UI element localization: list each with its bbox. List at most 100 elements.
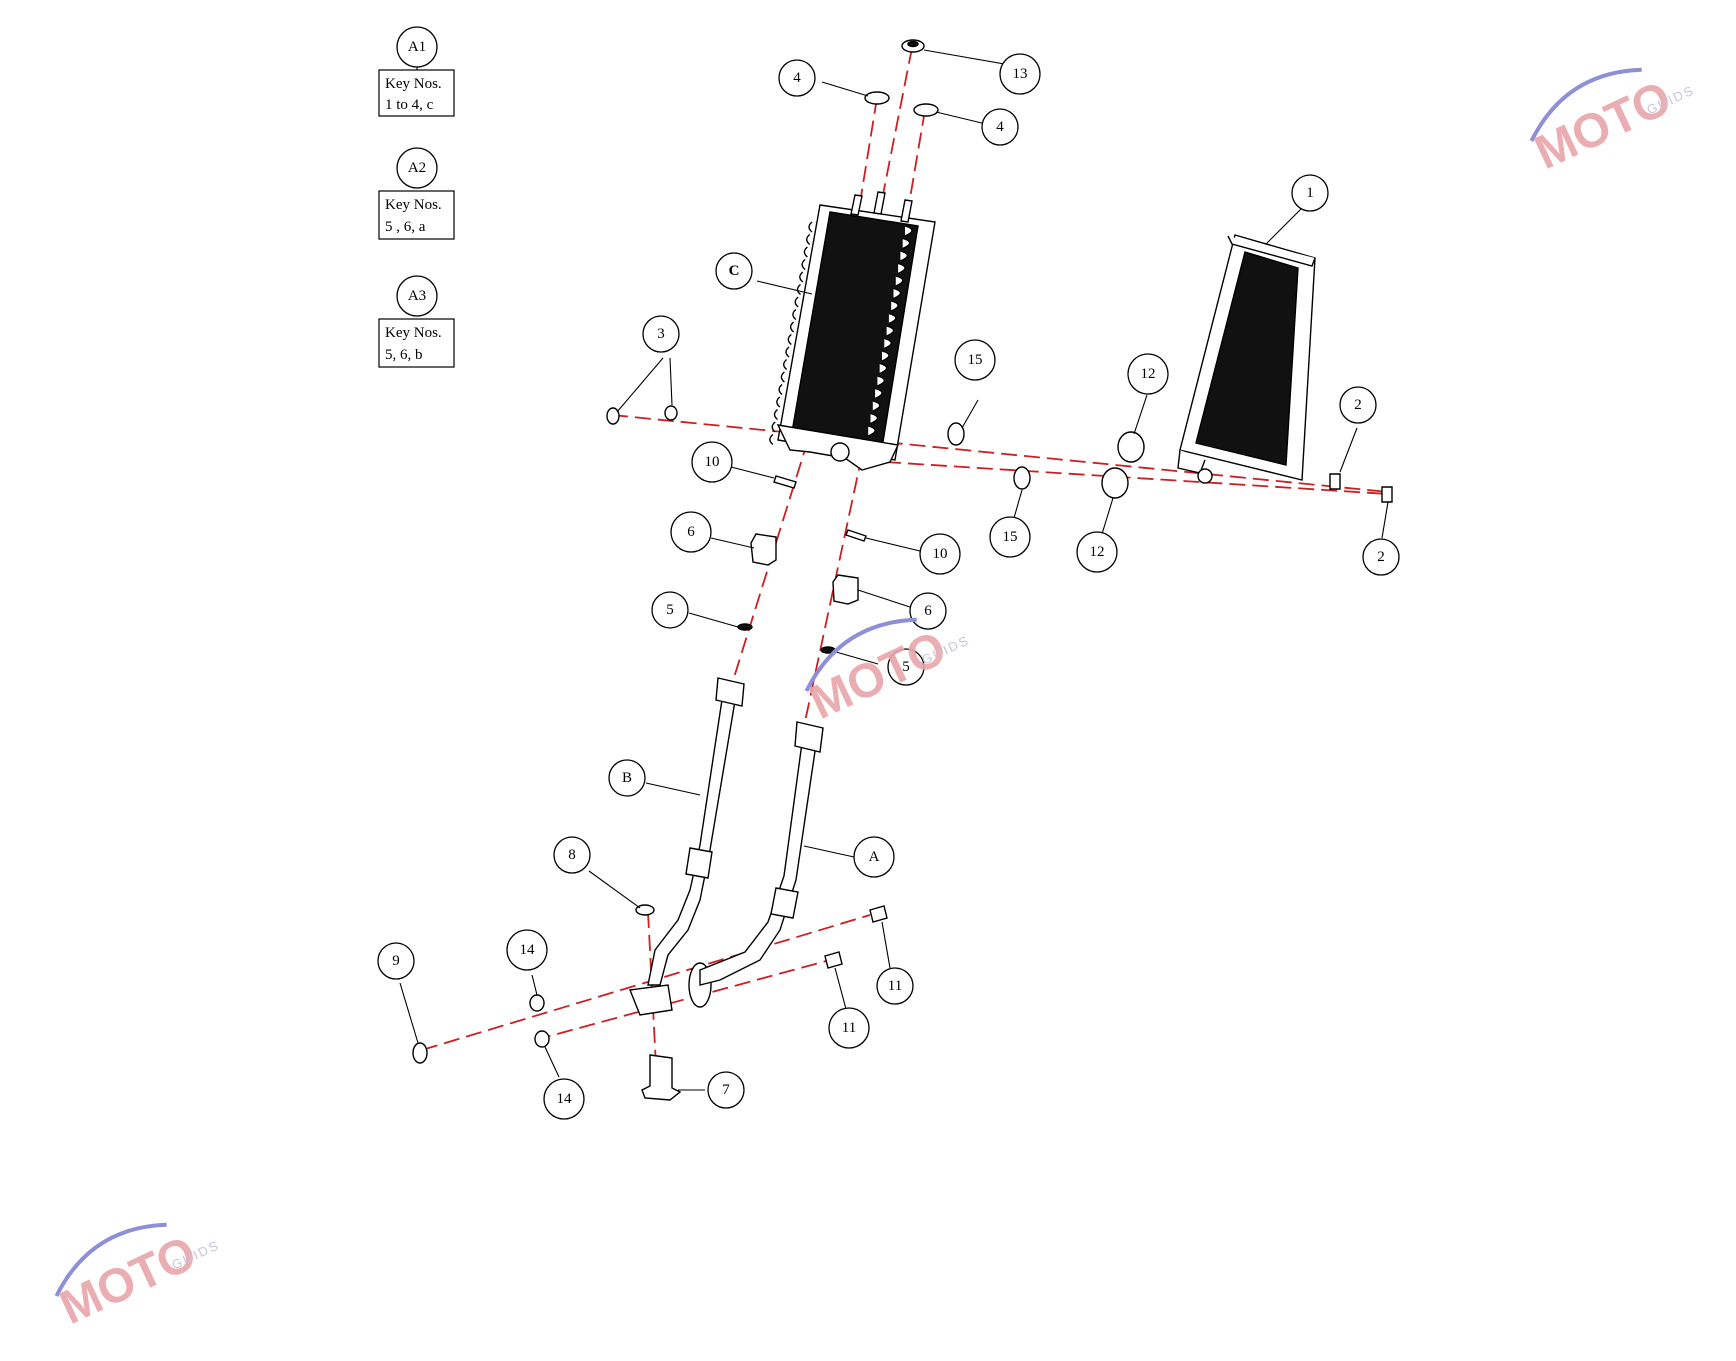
callout-b: B [608, 759, 646, 797]
callout-15-upper: 15 [954, 339, 996, 381]
svg-text:10: 10 [705, 454, 720, 470]
cooler-fin-left [773, 408, 778, 421]
cooler-fin-left [806, 233, 811, 246]
svg-text:15: 15 [1003, 529, 1018, 545]
svg-text:7: 7 [722, 1082, 730, 1098]
cooler-fin-left [801, 258, 806, 271]
key-box-a3: Key Nos. 5, 6, b [378, 318, 455, 368]
cooler-fin-right [895, 275, 904, 287]
lower-bracket [629, 984, 673, 1016]
cooler-fin-right [900, 250, 909, 262]
svg-text:Key Nos.: Key Nos. [385, 197, 442, 213]
svg-text:9: 9 [392, 953, 400, 969]
svg-text:1: 1 [1306, 185, 1314, 201]
callout-11-upper: 11 [876, 967, 914, 1005]
watermark-bottom-left: MOTO GUIDS [52, 1222, 222, 1335]
callout-9: 9 [377, 942, 415, 980]
hose-b [647, 679, 739, 986]
cooler-fin-left [778, 383, 783, 396]
callout-5-right: 5 [887, 648, 925, 686]
svg-text:A3: A3 [408, 288, 426, 304]
part-15-washer-lower [1013, 466, 1031, 490]
part-11-bolt-upper [869, 905, 888, 923]
callout-10-right: 10 [919, 533, 961, 575]
cooler-fin-left [785, 346, 790, 358]
callout-6-left: 6 [670, 511, 712, 553]
cooler-fin-left [783, 358, 788, 371]
watermark-center: MOTO GUIDS [802, 617, 972, 730]
cooler-fin-left [792, 308, 797, 321]
part-3-nut-left [606, 407, 620, 425]
hose-b-fitting-top [715, 677, 745, 707]
svg-text:1 to 4, c: 1 to 4, c [385, 97, 434, 113]
part-11-bolt-lower [824, 951, 843, 969]
part-4-grommet-left [864, 91, 890, 105]
callouts: 13 4 4 1 C 3 15 12 2 10 15 12 2 6 10 6 5… [377, 53, 1400, 1120]
oil-hoses [647, 677, 824, 986]
callout-6-right: 6 [909, 592, 947, 630]
watermark-swoosh-icon [54, 1222, 167, 1297]
callout-7: 7 [707, 1071, 745, 1109]
cooler-fin-right [881, 350, 890, 362]
callout-12-upper: 12 [1127, 353, 1169, 395]
svg-text:5 , 6, a: 5 , 6, a [385, 219, 426, 235]
key-group-a2: A2 Key Nos. 5 , 6, a [378, 147, 455, 240]
callout-a2: A2 [396, 147, 438, 189]
cooler-grille [1177, 234, 1316, 484]
callout-14-upper: 14 [506, 929, 548, 971]
cooler-fin-left [771, 421, 776, 433]
hose-a-ferrule [770, 887, 799, 919]
cooler-fin-right [904, 225, 913, 237]
cooler-fin-right [886, 325, 895, 337]
callout-4-right: 4 [981, 108, 1019, 146]
svg-text:12: 12 [1090, 544, 1105, 560]
callout-12-lower: 12 [1076, 531, 1118, 573]
cooler-fin-right [902, 237, 911, 250]
callout-11-lower: 11 [828, 1007, 870, 1049]
svg-text:15: 15 [968, 352, 983, 368]
callout-2-lower: 2 [1362, 538, 1400, 576]
cooler-fin-left [787, 333, 792, 346]
cooler-fin-right [888, 312, 897, 325]
svg-text:A: A [869, 849, 880, 865]
svg-text:5: 5 [666, 602, 674, 618]
part-7-fitting [641, 1054, 682, 1101]
watermark-swoosh-icon [804, 617, 917, 692]
callout-a: A [853, 836, 895, 878]
svg-text:6: 6 [687, 524, 695, 540]
svg-text:C: C [729, 263, 740, 279]
svg-text:MOTO: MOTO [52, 1226, 204, 1335]
part-8-seal [635, 904, 655, 916]
hose-b-ferrule [685, 847, 713, 879]
cooler-fin-right [874, 387, 883, 400]
part-15-washer-upper [947, 422, 965, 446]
svg-text:11: 11 [842, 1020, 856, 1036]
svg-text:6: 6 [924, 603, 932, 619]
part-9-clip [412, 1042, 428, 1064]
watermark-top-right: MOTO GUIDS [1527, 67, 1697, 180]
cooler-fin-right [884, 337, 893, 350]
svg-text:10: 10 [933, 546, 948, 562]
svg-text:MOTO: MOTO [802, 621, 954, 730]
part-5-washer-left [737, 623, 753, 631]
cooler-fin-right [867, 425, 876, 437]
cooler-fin-left [789, 321, 795, 333]
part-3-nut-right [664, 405, 678, 421]
oil-cooler-core [769, 191, 936, 471]
cooler-fin-left [780, 371, 785, 383]
centerlines [421, 47, 1389, 1086]
svg-text:2: 2 [1354, 397, 1362, 413]
watermark-swoosh-icon [1529, 67, 1642, 142]
svg-text:Key Nos.: Key Nos. [385, 76, 442, 92]
callout-8: 8 [553, 836, 591, 874]
svg-text:5, 6, b: 5, 6, b [385, 347, 423, 363]
svg-text:2: 2 [1377, 549, 1385, 565]
part-2-screw-upper [1329, 473, 1341, 490]
cooler-fin-right [893, 287, 902, 300]
svg-text:13: 13 [1013, 66, 1028, 82]
svg-text:A1: A1 [408, 39, 426, 55]
key-group-a1: A1 Key Nos. 1 to 4, c [378, 26, 455, 117]
callout-3: 3 [642, 315, 680, 353]
svg-text:14: 14 [520, 942, 536, 958]
callout-2-upper: 2 [1339, 386, 1377, 424]
